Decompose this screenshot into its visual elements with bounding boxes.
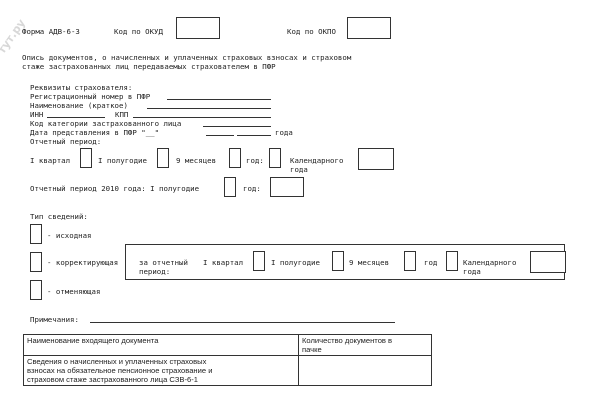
corr-period-year-label: год [424,258,438,267]
table-row-name: Сведения о начисленных и уплаченных стра… [23,355,299,386]
title-line-2: стаже застрахованных лиц передаваемых ст… [22,62,276,71]
table-header-count: Количество документов в пачке [298,334,432,356]
table-header-count-line-2: пачке [302,345,322,354]
period-9m-checkbox[interactable] [229,148,241,168]
corr-period-q1-checkbox[interactable] [253,251,265,271]
table-row-name-line-3: страховом стаже застрахованного лица СЗВ… [27,375,198,384]
requisites-heading: Реквизиты страхователя: [30,83,133,92]
date-year-field[interactable] [237,135,271,136]
table-header-row: Наименование входящего документа Количес… [23,334,432,356]
corr-period-year-checkbox[interactable] [446,251,458,271]
name-label: Наименование (краткое) [30,101,128,110]
table-row: Сведения о начисленных и уплаченных стра… [23,355,432,386]
date-year-suffix: года [275,128,293,137]
corr-period-label-1: за отчетный [139,258,188,267]
table-header-count-line-1: Количество документов в [302,336,393,345]
notes-field[interactable] [90,322,395,323]
period-year-checkbox[interactable] [269,148,281,168]
period-q1-checkbox[interactable] [80,148,92,168]
okud-field[interactable] [176,17,220,39]
reg-number-label: Регистрационный номер в ПФР [30,92,151,101]
table-row-count-field[interactable] [298,355,432,386]
period-year-label: год: [246,156,264,165]
period-heading: Отчетный период: [30,137,102,146]
info-type-corrective-checkbox[interactable] [30,252,42,272]
period-calendar-label-2: года [290,165,308,174]
watermark: тут.ру [0,16,29,57]
period-9m-label: 9 месяцев [176,156,217,165]
okud-label: Код по ОКУД [114,27,163,36]
date-month-field[interactable] [206,135,234,136]
info-type-corrective-label: - корректирующая [47,258,119,267]
period-h1-label: I полугодие [98,156,147,165]
table-header-name: Наименование входящего документа [23,334,299,356]
name-field[interactable] [147,108,271,109]
inn-label: ИНН [30,110,44,119]
kpp-field[interactable] [133,117,271,118]
period-2010-h1-checkbox[interactable] [224,177,236,197]
info-type-cancel-checkbox[interactable] [30,280,42,300]
corr-period-calendar-label-1: Календарного [463,258,517,267]
table-row-name-line-1: Сведения о начисленных и уплаченных стра… [27,357,207,366]
title-line-1: Опись документов, о начисленных и уплаче… [22,53,352,62]
corr-period-calendar-year-field[interactable] [530,251,566,273]
period-2010-year-label: год: [243,184,261,193]
okpo-label: Код по ОКПО [287,27,336,36]
category-field[interactable] [203,126,271,127]
reg-number-field[interactable] [167,99,271,100]
corr-period-h1-checkbox[interactable] [332,251,344,271]
form-label: Форма АДВ-6-3 [22,27,80,36]
corr-period-9m-checkbox[interactable] [404,251,416,271]
notes-label: Примечания: [30,315,79,324]
kpp-label: КПП [115,110,129,119]
period-h1-checkbox[interactable] [157,148,169,168]
corr-period-label-2: период: [139,267,171,276]
category-label: Код категории застрахованного лица [30,119,182,128]
table-row-name-line-2: взносах на обязательное пенсионное страх… [27,366,213,375]
documents-table: Наименование входящего документа Количес… [23,334,432,386]
info-type-original-checkbox[interactable] [30,224,42,244]
info-type-heading: Тип сведений: [30,212,88,221]
period-2010-label: Отчетный период 2010 года: I полугодие [30,184,200,193]
date-label: Дата представления в ПФР "__" [30,128,160,137]
info-type-original-label: - исходная [47,231,92,240]
corr-period-calendar-label-2: года [463,267,481,276]
period-q1-label: I квартал [30,156,71,165]
period-calendar-label-1: Календарного [290,156,344,165]
info-type-cancel-label: - отменяющая [47,287,101,296]
corr-period-q1-label: I квартал [203,258,244,267]
corr-period-9m-label: 9 месяцев [349,258,390,267]
okpo-field[interactable] [347,17,391,39]
corr-period-h1-label: I полугодие [271,258,320,267]
period-2010-year-field[interactable] [270,177,304,197]
period-calendar-year-field[interactable] [358,148,394,170]
inn-field[interactable] [47,117,105,118]
